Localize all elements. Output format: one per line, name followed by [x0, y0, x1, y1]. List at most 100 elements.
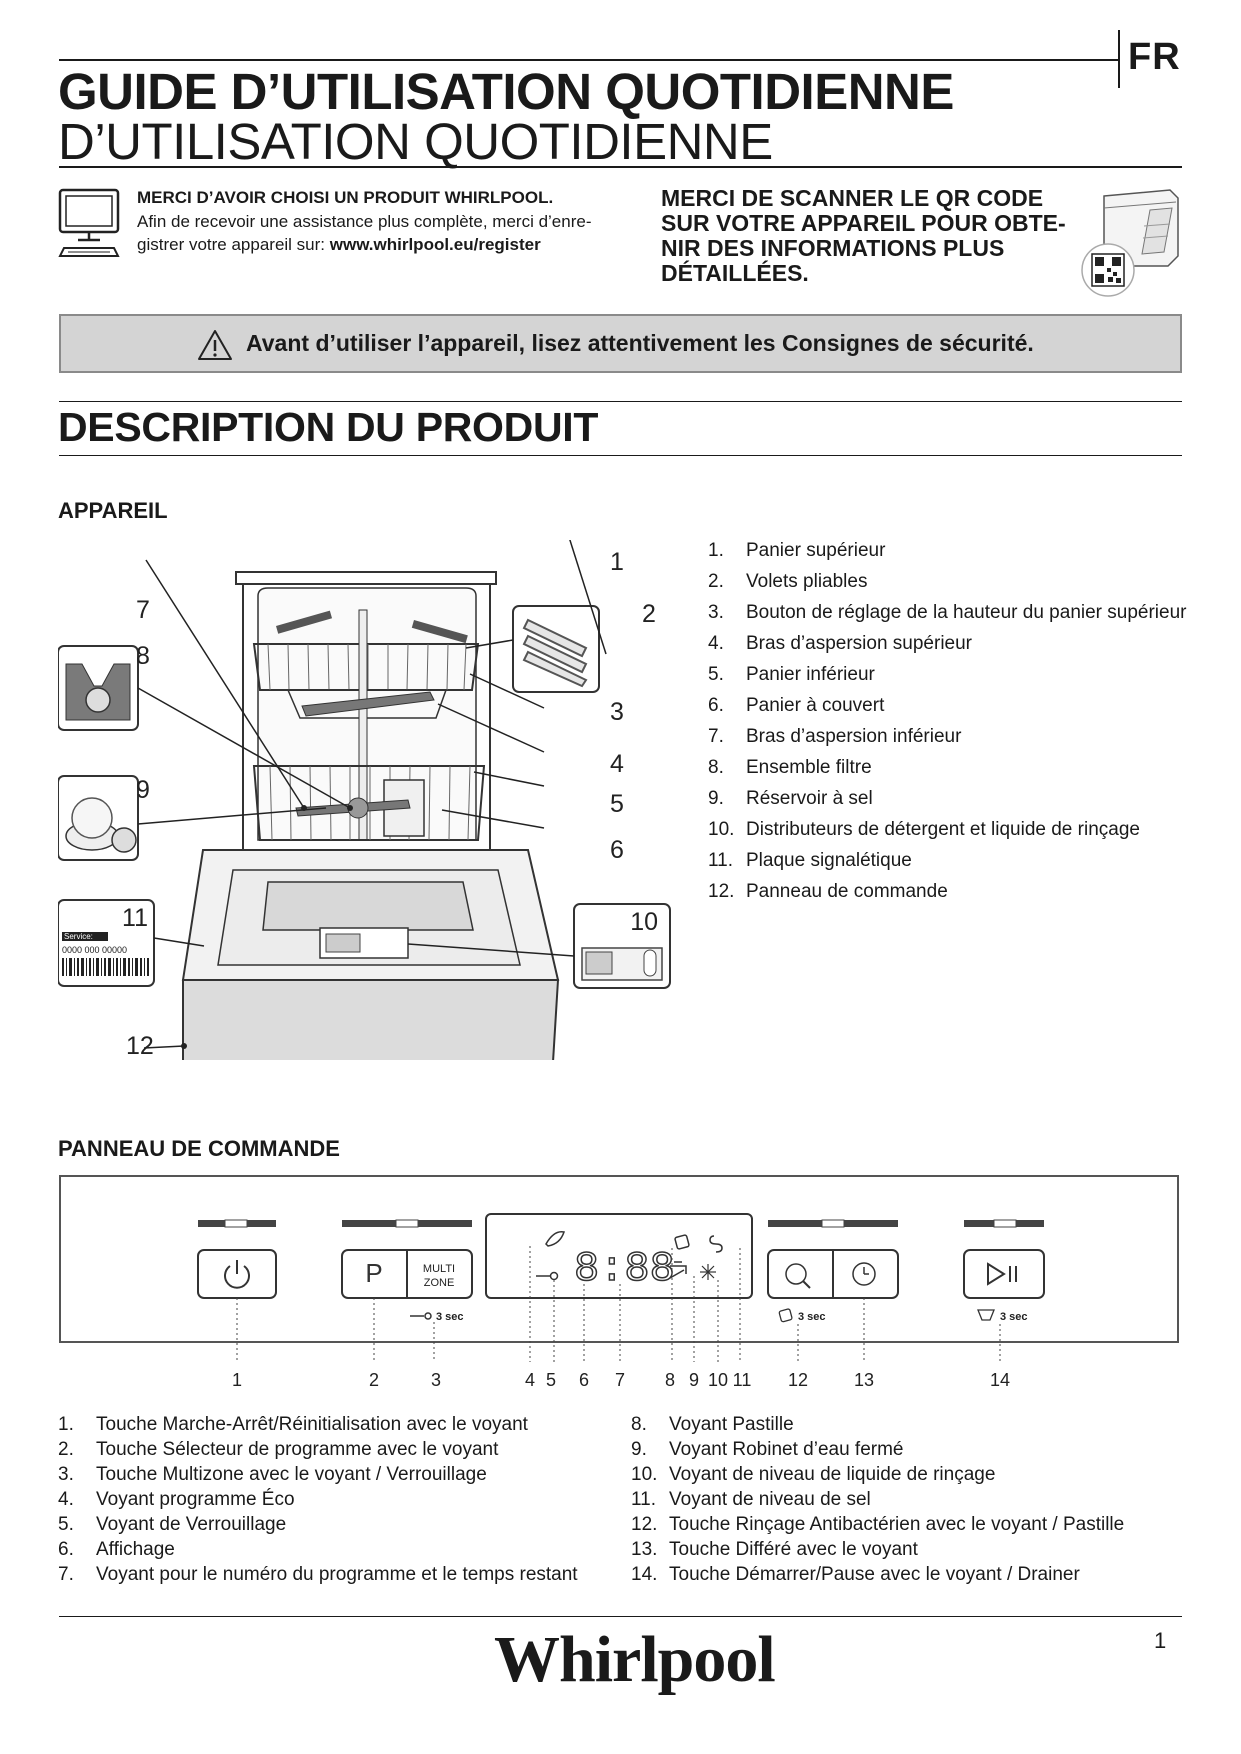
delay-button[interactable] [852, 1262, 876, 1286]
list-item: 5.Panier inférieur [708, 662, 1187, 693]
list-item: 4.Bras d’aspersion supérieur [708, 631, 1187, 662]
tablet-hint-icon [778, 1308, 793, 1323]
callout-6: 6 [610, 836, 624, 864]
item-number: 5. [58, 1514, 74, 1535]
panel-callout-9: 9 [689, 1370, 699, 1390]
program-multizone-group [341, 1249, 473, 1299]
item-label: Voyant Pastille [669, 1414, 794, 1435]
callout-10: 10 [630, 908, 658, 936]
play-pause-icon [987, 1262, 1006, 1286]
multizone-button-line2[interactable]: ZONE [424, 1277, 455, 1289]
leader-lines [137, 540, 607, 1049]
leader-dot-12 [181, 1043, 187, 1049]
item-label: Voyant Robinet d’eau fermé [669, 1439, 904, 1460]
item-label: Touche Différé avec le voyant [669, 1539, 918, 1560]
callout-12: 12 [126, 1032, 154, 1060]
multizone-button-line1[interactable]: MULTI [423, 1263, 455, 1275]
callout-8: 8 [136, 642, 150, 670]
panel-callout-1: 1 [232, 1370, 242, 1390]
item-label: Panier à couvert [746, 695, 885, 716]
language-divider [1118, 30, 1120, 88]
item-label: Panier supérieur [746, 540, 886, 561]
item-number: 1. [58, 1414, 74, 1435]
callout-5: 5 [610, 790, 624, 818]
list-item: 6.Panier à couvert [708, 693, 1187, 724]
upper-foldable-flap-left [276, 610, 333, 634]
upper-rack-shelf [286, 689, 448, 719]
led-bars [198, 1219, 1044, 1228]
power-icon [224, 1265, 250, 1289]
panel-callout-6: 6 [579, 1370, 589, 1390]
item-number: 2. [58, 1439, 74, 1460]
item-label: Voyant de niveau de liquide de rinçage [669, 1464, 996, 1485]
list-item: 9.Réservoir à sel [708, 786, 1187, 817]
register-link[interactable]: www.whirlpool.eu/register [329, 235, 541, 254]
door-recess [262, 881, 474, 931]
appliance-parts-list: 1.Panier supérieur 2.Volets pliables 3.B… [708, 538, 1187, 910]
panel-callout-13: 13 [854, 1370, 874, 1390]
item-label: Voyant de Verrouillage [96, 1514, 287, 1535]
multizone-hold-label: 3 sec [436, 1311, 464, 1323]
list-item: 3.Bouton de réglage de la hauteur du pan… [708, 600, 1187, 631]
salt-icon [709, 1235, 723, 1253]
section-title: DESCRIPTION DU PRODUIT [58, 404, 599, 450]
item-number: 7. [708, 726, 724, 747]
item-number: 7. [58, 1564, 74, 1585]
item-number: 8. [631, 1414, 647, 1435]
panel-callout-14: 14 [990, 1370, 1010, 1390]
program-button[interactable]: P [365, 1258, 382, 1288]
register-body: Afin de recevoir une assistance plus com… [137, 212, 592, 254]
rating-plate-barcode [62, 958, 149, 976]
antibacterial-rinse-button[interactable] [785, 1263, 811, 1289]
list-item: 11. Plaque signalétique [708, 848, 1187, 879]
warning-icon [198, 330, 232, 360]
item-label: Touche Sélecteur de programme avec le vo… [96, 1439, 499, 1460]
page-title: GUIDE D’UTILISATION QUOTIDIENNE [58, 63, 954, 120]
control-panel-heading: PANNEAU DE COMMANDE [58, 1136, 340, 1161]
dispenser-detail-cup [585, 951, 613, 975]
salt-funnel [71, 797, 113, 839]
callout-1: 1 [610, 548, 624, 576]
leader-dot-8 [347, 805, 353, 811]
upper-basket [252, 643, 480, 691]
list-item: 12.Panneau de commande [708, 879, 1187, 910]
footer-rule [59, 1616, 1182, 1617]
list-item: 14.Touche Démarrer/Pause avec le voyant … [631, 1562, 1124, 1587]
item-label: Panneau de commande [746, 881, 948, 902]
tap-icon [669, 1261, 687, 1279]
item-label: Plaque signalétique [746, 850, 912, 871]
panel-callout-2: 2 [369, 1370, 379, 1390]
tablet-icon [674, 1234, 690, 1250]
power-button[interactable] [197, 1249, 277, 1299]
panel-callout-3: 3 [431, 1370, 441, 1390]
list-item: 6.Affichage [58, 1537, 578, 1562]
panel-callout-7: 7 [615, 1370, 625, 1390]
callout-4: 4 [610, 750, 624, 778]
item-label: Bras d’aspersion supérieur [746, 633, 973, 654]
list-item: 11.Voyant de niveau de sel [631, 1487, 1124, 1512]
item-number: 11. [708, 850, 734, 871]
list-item: 1.Touche Marche-Arrêt/Réinitialisation a… [58, 1412, 578, 1437]
item-label: Touche Démarrer/Pause avec le voyant / D… [669, 1564, 1080, 1585]
callout-7: 7 [136, 596, 150, 624]
callout-2: 2 [642, 600, 656, 628]
item-label: Ensemble filtre [746, 757, 872, 778]
start-pause-button[interactable] [963, 1249, 1045, 1299]
list-item: 2. Touche Sélecteur de programme avec le … [58, 1437, 578, 1462]
panel-callout-8: 8 [665, 1370, 675, 1390]
language-code: FR [1128, 36, 1181, 78]
list-item: 10.Distributeurs de détergent et liquide… [708, 817, 1187, 848]
header-bottom-rule [59, 166, 1182, 168]
control-panel-list-right: 8. Voyant Pastille 9.Voyant Robinet d’eau… [631, 1412, 1124, 1587]
callout-3: 3 [610, 698, 624, 726]
header-top-rule [59, 59, 1119, 61]
item-number: 10. [631, 1464, 658, 1485]
panel-callout-5: 5 [546, 1370, 556, 1390]
item-label: Touche Rinçage Antibactérien avec le voy… [669, 1514, 1125, 1535]
item-label: Voyant pour le numéro du programme et le… [96, 1564, 578, 1585]
salt-cap [111, 827, 137, 853]
magnifier-icon [785, 1263, 807, 1285]
panel-callout-4: 4 [525, 1370, 535, 1390]
flap-detail [522, 618, 588, 688]
list-item: 9.Voyant Robinet d’eau fermé [631, 1437, 1124, 1462]
